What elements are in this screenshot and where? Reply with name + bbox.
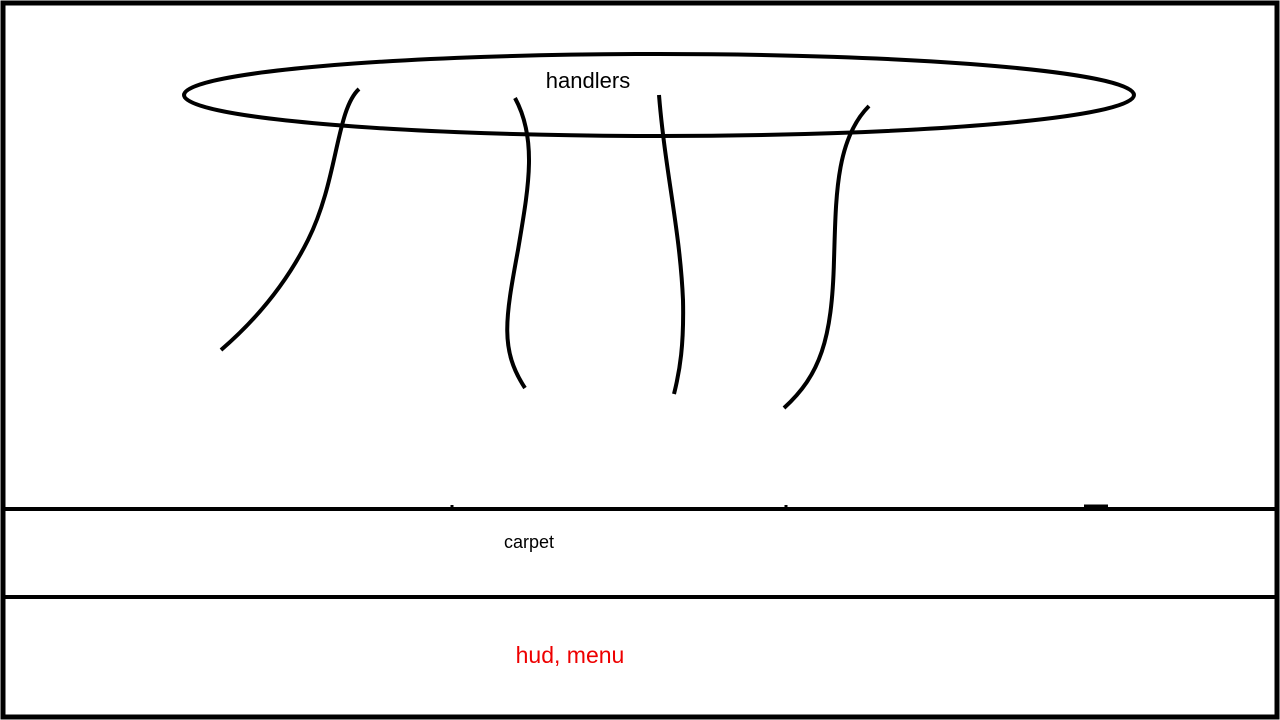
hud-menu-label: hud, menu [516,642,625,668]
handlers-label: handlers [546,68,630,93]
handler-string [219,87,361,352]
carpet-label: carpet [504,532,554,552]
handler-string [657,94,686,395]
handler-string [782,104,871,410]
handler-string [505,97,532,390]
handlers-ellipse [182,52,1136,138]
